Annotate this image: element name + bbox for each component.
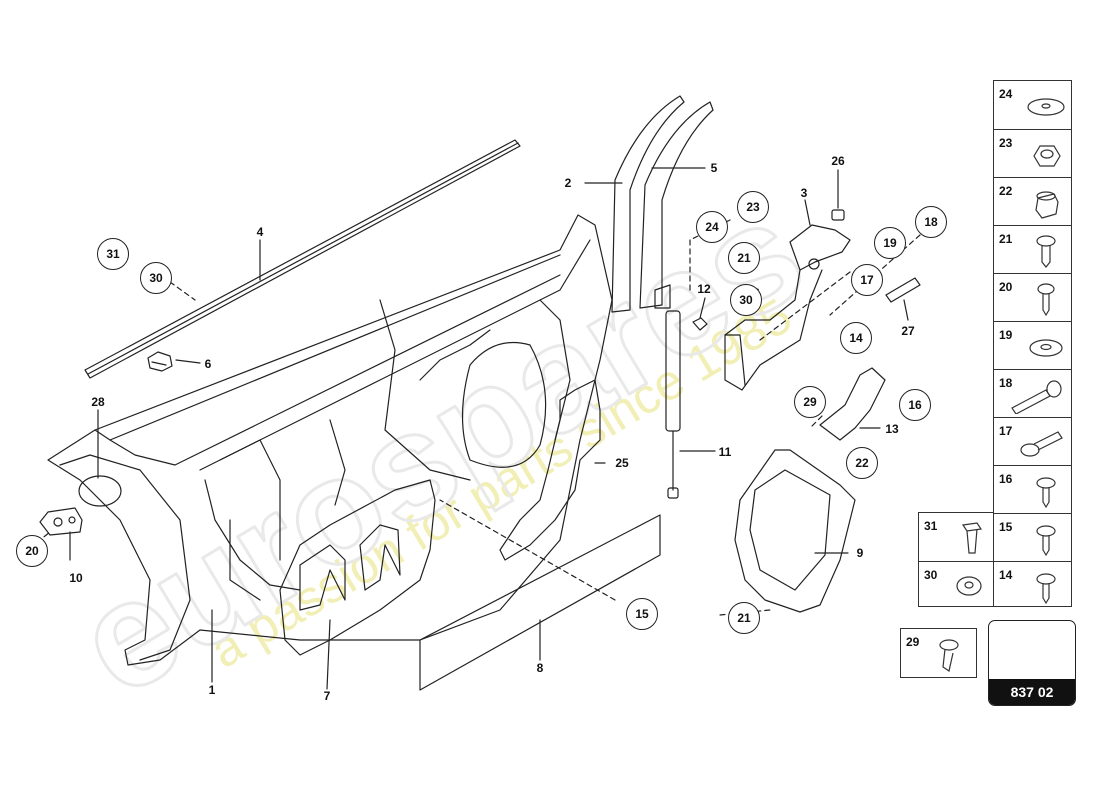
screw-icon: [1036, 573, 1056, 605]
hex-bolt-icon: [961, 522, 983, 554]
legend-cell-14: 14: [994, 561, 1071, 608]
label-28: 28: [91, 395, 105, 409]
watermark-brand: eurospares: [50, 167, 830, 728]
screw-icon: [1036, 525, 1056, 557]
part-7-insulation-pad: [279, 479, 436, 656]
callout-15: 15: [626, 598, 658, 630]
screw-icon: [1036, 235, 1056, 268]
part-5-frame-trim: [639, 101, 714, 309]
label-2: 2: [564, 176, 572, 190]
callout-20: 20: [16, 535, 48, 567]
screw-icon: [939, 639, 959, 672]
legend-cell-22: 22: [994, 177, 1071, 225]
label-26: 26: [831, 154, 845, 168]
part-25-bracket: [499, 379, 601, 561]
callout-30: 30: [140, 262, 172, 294]
callout-17: 17: [851, 264, 883, 296]
part-4-window-seal-strip: [84, 139, 521, 379]
legend-cell-29: 29: [901, 629, 976, 677]
part-8-foam-panel: [419, 514, 661, 691]
callout-21-housing: 21: [728, 602, 760, 634]
part-28-cap: [78, 475, 122, 507]
callout-18: 18: [915, 206, 947, 238]
part-3-door-hinge: [724, 224, 851, 391]
washer-icon: [956, 576, 982, 596]
label-12: 12: [697, 282, 711, 296]
leader-lines: [69, 167, 909, 690]
fastener-legend-left: 31 30: [918, 512, 994, 607]
part-11-gas-strut: [665, 310, 681, 499]
label-5: 5: [710, 161, 718, 175]
part-10-hinge-piece: [39, 507, 83, 536]
callout-14: 14: [840, 322, 872, 354]
legend-cell-23: 23: [994, 129, 1071, 177]
legend-cell-19: 19: [994, 321, 1071, 369]
legend-cell-15: 15: [994, 513, 1071, 561]
label-4: 4: [256, 225, 264, 239]
reference-box: 837 02: [988, 620, 1076, 706]
label-6: 6: [204, 357, 212, 371]
part-13-hinge-cover: [819, 367, 886, 441]
legend-cell-18: 18: [994, 369, 1071, 417]
fastener-legend-right: 24 23 22 21 20 19 18 17: [993, 80, 1072, 607]
legend-cell-20: 20: [994, 273, 1071, 321]
callout-24: 24: [696, 211, 728, 243]
washer-icon: [1027, 98, 1065, 116]
hex-nut-icon: [1033, 145, 1061, 167]
legend-cell-17: 17: [994, 417, 1071, 465]
part-9-speaker-housing: [734, 449, 856, 613]
label-10: 10: [69, 571, 83, 585]
part-26-nut: [831, 209, 845, 221]
label-9: 9: [856, 546, 864, 560]
label-11: 11: [718, 445, 732, 459]
fastener-legend-single: 29: [900, 628, 977, 678]
legend-cell-21: 21: [994, 225, 1071, 273]
part-12-screw: [692, 317, 708, 331]
callout-29: 29: [794, 386, 826, 418]
part-2-frame-trim: [611, 95, 685, 313]
label-27: 27: [901, 324, 915, 338]
part-27-bolt: [885, 277, 921, 303]
flange-bolt-icon: [1020, 431, 1063, 457]
legend-cell-24: 24: [994, 81, 1071, 129]
reference-number: 837 02: [989, 679, 1075, 705]
label-25: 25: [615, 456, 629, 470]
callout-31: 31: [97, 238, 129, 270]
bolt-icon: [1011, 380, 1062, 414]
screw-icon: [1037, 283, 1055, 317]
callout-30-hinge: 30: [730, 284, 762, 316]
cage-nut-icon: [1035, 191, 1059, 219]
callout-23: 23: [737, 191, 769, 223]
callout-21: 21: [728, 242, 760, 274]
label-1: 1: [208, 683, 216, 697]
label-7: 7: [323, 689, 331, 703]
callout-22: 22: [846, 447, 878, 479]
label-8: 8: [536, 661, 544, 675]
legend-cell-31: 31: [919, 513, 993, 561]
callout-19: 19: [874, 227, 906, 259]
label-3: 3: [800, 186, 808, 200]
part-6-clip: [147, 351, 173, 372]
screw-icon: [1036, 477, 1056, 509]
callout-16: 16: [899, 389, 931, 421]
washer-icon: [1029, 339, 1063, 357]
legend-cell-16: 16: [994, 465, 1071, 513]
legend-cell-30: 30: [919, 561, 993, 608]
label-13: 13: [885, 422, 899, 436]
